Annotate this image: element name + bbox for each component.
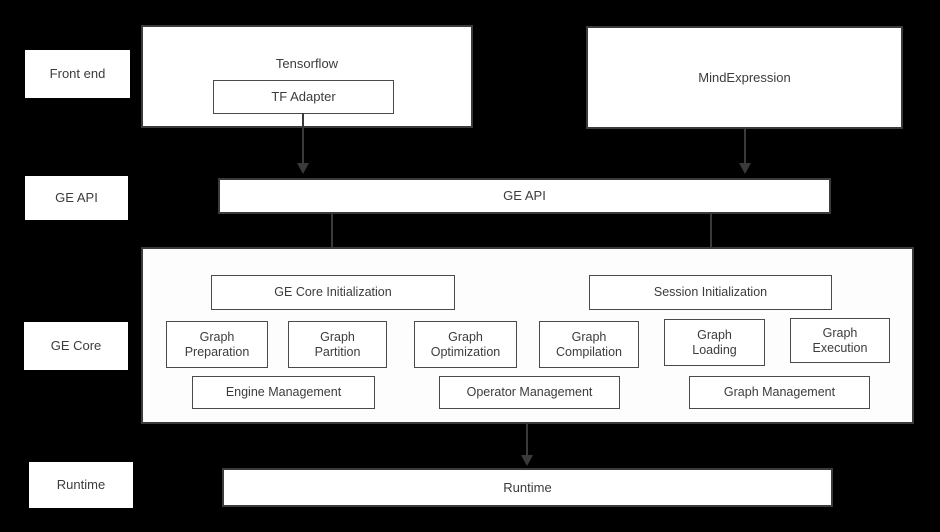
connector-ge-api-to-ge-core-init xyxy=(331,214,333,260)
module-operator-management-label: Operator Management xyxy=(466,385,593,400)
module-graph-management[interactable]: Graph Management xyxy=(689,376,870,409)
arrowhead-ge-core-to-runtime xyxy=(521,455,533,466)
tf-adapter-box[interactable]: TF Adapter xyxy=(213,80,394,114)
module-graph-loading-label: Graph Loading xyxy=(692,327,737,357)
module-graph-execution[interactable]: Graph Execution xyxy=(790,318,890,363)
session-initialization-box[interactable]: Session Initialization xyxy=(589,275,832,310)
module-graph-execution-label: Graph Execution xyxy=(812,325,868,355)
module-graph-management-label: Graph Management xyxy=(723,385,836,400)
module-graph-compilation-label: Graph Compilation xyxy=(555,329,622,359)
connector-ge-api-to-session-init xyxy=(710,214,712,260)
tensorflow-label: Tensorflow xyxy=(275,56,339,71)
tf-adapter-label: TF Adapter xyxy=(271,89,336,105)
connector-tf-adapter-to-ge-api xyxy=(302,113,304,165)
ge-core-initialization-box[interactable]: GE Core Initialization xyxy=(211,275,455,310)
stage-label-front-end: Front end xyxy=(25,50,130,98)
connector-mindexpression-to-ge-api xyxy=(744,129,746,165)
stage-label-runtime: Runtime xyxy=(29,462,133,508)
stage-label-ge-api: GE API xyxy=(25,176,128,220)
module-graph-compilation[interactable]: Graph Compilation xyxy=(539,321,639,368)
mindexpression-label: MindExpression xyxy=(698,69,791,85)
ge-api-bar[interactable]: GE API xyxy=(218,178,831,214)
module-graph-optimization-label: Graph Optimization xyxy=(430,329,501,359)
module-graph-loading[interactable]: Graph Loading xyxy=(664,319,765,366)
runtime-bar-label: Runtime xyxy=(503,479,552,495)
module-graph-preparation[interactable]: Graph Preparation xyxy=(166,321,268,368)
arrowhead-tf-adapter-to-ge-api xyxy=(297,163,309,174)
runtime-bar[interactable]: Runtime xyxy=(222,468,833,507)
module-operator-management[interactable]: Operator Management xyxy=(439,376,620,409)
arrowhead-mindexpression-to-ge-api xyxy=(739,163,751,174)
session-initialization-label: Session Initialization xyxy=(653,285,768,300)
module-engine-management[interactable]: Engine Management xyxy=(192,376,375,409)
module-engine-management-label: Engine Management xyxy=(225,385,342,400)
module-graph-partition-label: Graph Partition xyxy=(314,329,361,359)
ge-api-bar-label: GE API xyxy=(503,188,546,204)
module-graph-optimization[interactable]: Graph Optimization xyxy=(414,321,517,368)
connector-ge-core-to-runtime xyxy=(526,424,528,458)
module-graph-preparation-label: Graph Preparation xyxy=(184,329,250,359)
module-graph-partition[interactable]: Graph Partition xyxy=(288,321,387,368)
stage-label-ge-core: GE Core xyxy=(24,322,128,370)
mindexpression-container[interactable]: MindExpression xyxy=(586,26,903,129)
ge-core-initialization-label: GE Core Initialization xyxy=(274,285,392,300)
